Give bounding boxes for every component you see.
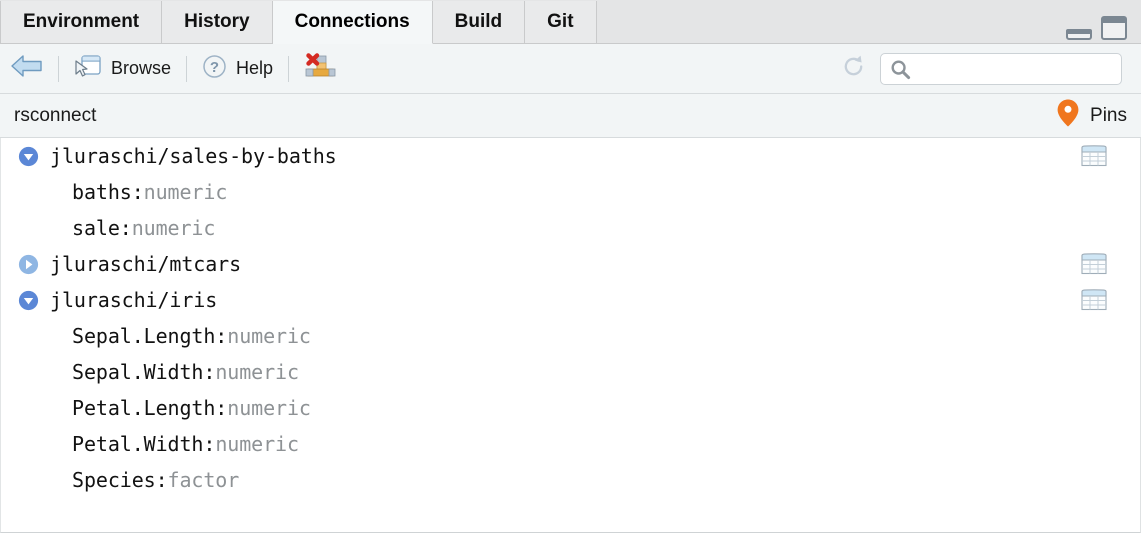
field-row: Petal.Width : numeric [1,426,1140,462]
question-circle-icon: ? [202,54,227,84]
toolbar: Browse ? Help [0,44,1141,94]
table-icon[interactable] [1081,289,1107,311]
connection-name: rsconnect [14,104,97,126]
tab-connections[interactable]: Connections [272,1,433,44]
field-name: Sepal.Length [72,324,216,348]
help-button[interactable]: ? Help [191,52,284,86]
tab-build[interactable]: Build [432,1,526,44]
field-separator: : [155,468,168,492]
field-type: numeric [215,360,299,384]
tab-label: History [184,11,250,32]
maximize-icon[interactable] [1101,16,1127,40]
field-separator: : [215,396,228,420]
toolbar-separator [58,55,59,82]
tab-git[interactable]: Git [525,1,597,44]
tab-strip: Environment History Connections Build Git [0,0,597,44]
field-type: numeric [227,396,311,420]
field-type: numeric [227,324,311,348]
search-icon [890,59,911,80]
disconnect-icon [304,52,336,85]
field-name: Petal.Width [72,432,204,456]
field-row: Petal.Length : numeric [1,390,1140,426]
field-separator: : [203,360,216,384]
pins-label: Pins [1090,104,1127,126]
field-type: numeric [131,216,216,240]
tab-label: Connections [294,11,410,32]
chevron-right-circle-icon[interactable] [18,254,39,275]
toolbar-left-group: Browse ? Help [0,44,347,93]
field-name: Sepal.Width [72,360,204,384]
tab-history[interactable]: History [162,1,273,44]
toolbar-right-group [840,53,1126,85]
section-header: rsconnect Pins [0,94,1141,138]
field-row: baths : numeric [1,174,1140,210]
back-arrow-icon [11,53,43,84]
back-button[interactable] [0,52,54,86]
tab-label: Build [454,11,503,32]
search-input[interactable] [911,54,1126,84]
window-controls [1066,14,1127,40]
tree-node[interactable]: jluraschi/sales-by-baths [1,138,1140,174]
refresh-icon [841,54,866,84]
svg-text:?: ? [210,59,219,76]
table-icon[interactable] [1081,253,1107,275]
field-row: Species : factor [1,462,1140,498]
tab-bar: Environment History Connections Build Git [0,0,1141,44]
tab-bar-filler [596,1,1141,44]
tree-node-label: jluraschi/sales-by-baths [50,144,337,168]
pins-button[interactable]: Pins [1055,98,1127,133]
table-icon[interactable] [1081,145,1107,167]
field-row: Sepal.Length : numeric [1,318,1140,354]
field-type: numeric [215,432,299,456]
field-name: Species [72,468,156,492]
field-type: factor [167,468,240,492]
field-separator: : [131,180,144,204]
tab-label: Git [547,11,574,32]
tree-node[interactable]: jluraschi/iris [1,282,1140,318]
help-label: Help [236,58,274,78]
field-separator: : [119,216,132,240]
disconnect-button[interactable] [293,52,347,86]
browse-button[interactable]: Browse [63,52,182,86]
field-type: numeric [143,180,228,204]
tab-label: Environment [23,11,140,32]
refresh-button[interactable] [840,54,866,84]
map-pin-icon [1055,98,1081,133]
chevron-down-circle-icon[interactable] [18,146,39,167]
field-separator: : [215,324,228,348]
field-name: baths [72,180,132,204]
toolbar-separator [288,55,290,82]
field-row: sale : numeric [1,210,1140,246]
chevron-down-circle-icon[interactable] [18,290,39,311]
field-name: sale [72,216,120,240]
tree-node[interactable]: jluraschi/mtcars [1,246,1140,282]
browse-window-icon [74,54,102,83]
tree-node-label: jluraschi/iris [50,288,218,312]
toolbar-separator [186,55,188,82]
field-name: Petal.Length [72,396,216,420]
tree-node-label: jluraschi/mtcars [50,252,242,276]
browse-label: Browse [111,58,172,78]
tab-environment[interactable]: Environment [0,1,163,44]
minimize-icon[interactable] [1066,29,1092,40]
field-row: Sepal.Width : numeric [1,354,1140,390]
field-separator: : [203,432,216,456]
search-box[interactable] [880,53,1126,85]
